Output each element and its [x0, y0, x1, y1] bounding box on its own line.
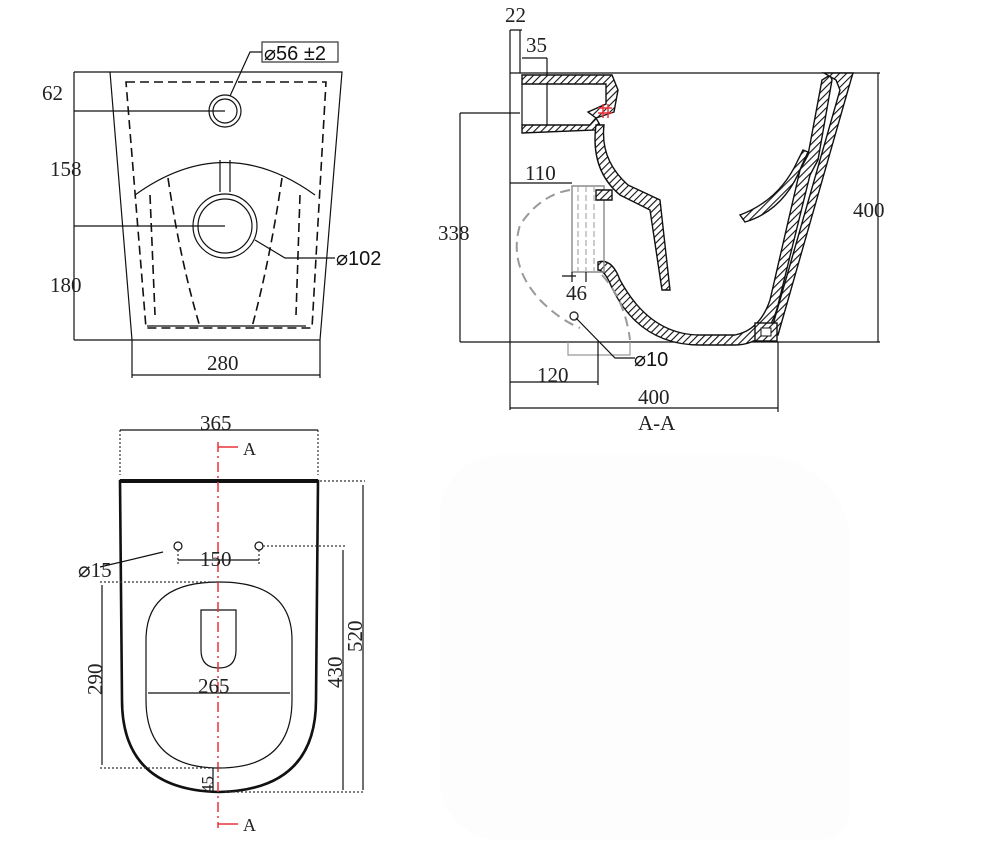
- dim-outlet-width: 46: [566, 281, 587, 305]
- faded-placeholder-area: [440, 455, 850, 840]
- section-marker-top: A: [243, 439, 256, 459]
- top-view: 365 150 ⌀15 265 290 45 430 520 A A: [78, 411, 367, 835]
- dim-inlet-diameter: ⌀56 ±2: [264, 43, 326, 65]
- dim-inlet-to-outlet: 158: [50, 157, 82, 181]
- dim-total-length: 520: [343, 621, 367, 653]
- dim-base-width: 280: [207, 351, 239, 375]
- dim-depth: 400: [638, 385, 670, 409]
- dim-rim-thickness: 45: [198, 776, 217, 793]
- dim-fixing-offset: 120: [537, 363, 569, 387]
- dim-width: 365: [200, 411, 232, 435]
- dim-outlet-center: 110: [525, 161, 556, 185]
- section-marker-bottom: A: [243, 815, 256, 835]
- dim-bowl-width: 265: [198, 674, 230, 698]
- dim-inlet-height: 338: [438, 221, 470, 245]
- dim-outlet-diameter: ⌀102: [336, 248, 381, 270]
- dim-seat-hole-diameter: ⌀15: [78, 558, 112, 582]
- dim-height: 400: [853, 198, 885, 222]
- dim-wall-gap: 22: [505, 3, 526, 27]
- dim-hole-to-front: 430: [323, 657, 347, 689]
- dim-inlet-offset: 35: [526, 33, 547, 57]
- dim-bowl-length: 290: [83, 664, 107, 696]
- section-title: A-A: [638, 411, 676, 435]
- dim-outlet-to-floor: 180: [50, 273, 82, 297]
- dim-top-to-inlet: 62: [42, 81, 63, 105]
- dim-fixing-hole: ⌀10: [634, 349, 668, 371]
- dim-seat-hole-spacing: 150: [200, 547, 232, 571]
- rear-view: 62 158 180 280 ⌀56 ±2 ⌀102: [42, 41, 381, 378]
- section-view: 22 35 338 110 46 120 400 400 ⌀10 A-A: [438, 3, 885, 435]
